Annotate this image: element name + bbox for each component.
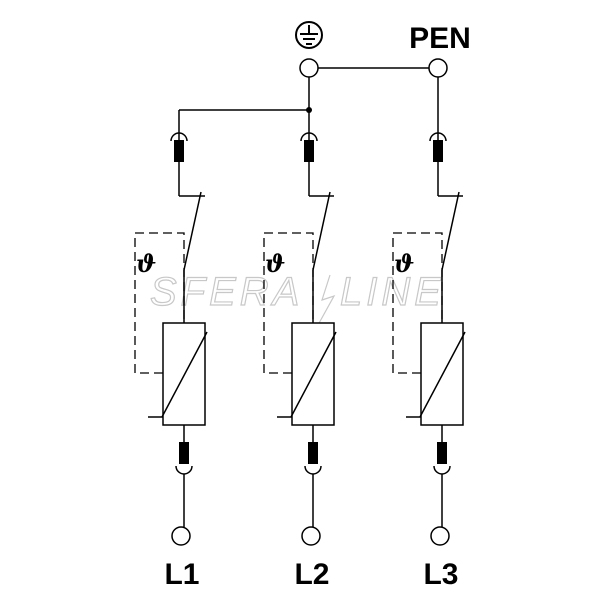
- fuse-1b: [179, 442, 189, 464]
- thermal-symbol-2: ϑ: [265, 249, 285, 278]
- varistor-1-curve: [148, 331, 208, 418]
- varistor-3: [420, 322, 464, 426]
- disconnect-switch-3: [441, 191, 460, 271]
- terminal-l3: [430, 526, 450, 546]
- watermark-right: LINE: [340, 270, 445, 314]
- l1-label: L1: [164, 558, 199, 591]
- thermal-link-1: [134, 232, 185, 374]
- varistor-2-curve: [277, 331, 337, 418]
- thermal-link-3: [392, 232, 443, 374]
- fuse-1: [174, 140, 184, 162]
- terminal-pen: [428, 58, 448, 78]
- thermal-link-2: [263, 232, 314, 374]
- watermark: SFERA LINE: [149, 269, 445, 326]
- fuse-2: [304, 140, 314, 162]
- branch-1: ϑ: [134, 132, 208, 546]
- thermal-symbol-3: ϑ: [394, 249, 414, 278]
- terminal-l1: [171, 526, 191, 546]
- terminal-earth: [299, 58, 319, 78]
- disconnect-switch-1: [183, 191, 202, 271]
- disconnect-switch-2: [312, 191, 331, 271]
- varistor-3-curve: [406, 331, 466, 418]
- l2-label: L2: [294, 558, 329, 591]
- watermark-left: SFERA: [150, 270, 303, 314]
- l3-label: L3: [423, 558, 458, 591]
- thermal-symbol-1: ϑ: [136, 249, 156, 278]
- terminal-l2: [301, 526, 321, 546]
- branch-2: ϑ: [263, 132, 337, 546]
- branch-3: ϑ: [392, 132, 466, 546]
- fuse-3: [433, 140, 443, 162]
- earth-icon: [295, 21, 323, 49]
- watermark-bolt: [317, 274, 336, 326]
- fuse-3b: [437, 442, 447, 464]
- pen-label: PEN: [409, 22, 471, 55]
- fuse-2b: [308, 442, 318, 464]
